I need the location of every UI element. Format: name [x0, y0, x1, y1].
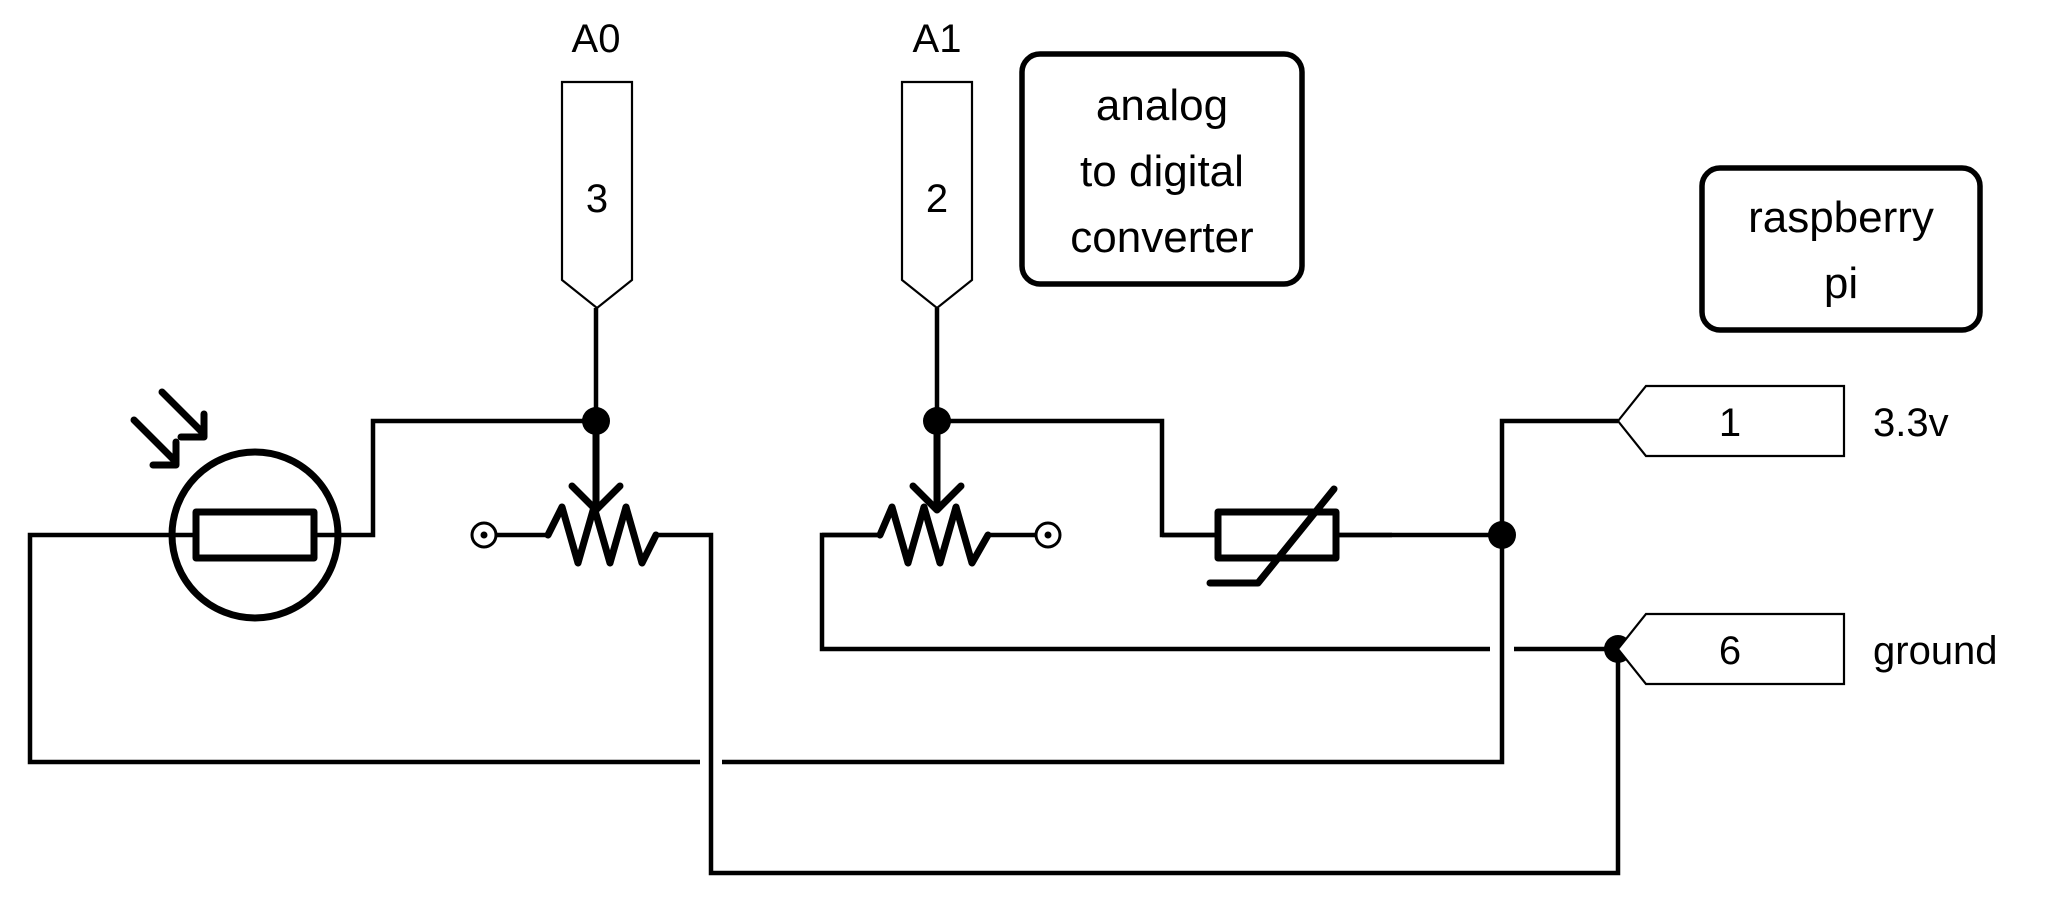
pin-ground: 6 ground [1616, 612, 1998, 686]
pin-number: 2 [926, 177, 948, 221]
pin-name: A0 [572, 17, 621, 61]
junction-dot [582, 407, 610, 435]
pin-name: A1 [913, 17, 962, 61]
light-arrows-icon [130, 388, 208, 469]
wire-a1-to-thermistor [937, 418, 1215, 538]
adc-label-line: to digital [1080, 147, 1244, 196]
pin-a1: A1 2 [900, 17, 974, 310]
wire-pot1-to-ground [660, 532, 1621, 876]
pi-label-line: raspberry [1748, 193, 1934, 242]
pin-label: 3.3v [1873, 401, 1949, 445]
thermistor-icon [1162, 485, 1392, 587]
potentiometer-icon [822, 417, 1062, 567]
junction-dot [923, 407, 951, 435]
wire-supply-bottom [722, 418, 1618, 765]
pin-tag-shape [1616, 612, 1846, 686]
pin-number: 6 [1719, 629, 1741, 673]
light-dependent-resistor-icon [130, 388, 342, 622]
pi-label-line: pi [1824, 259, 1858, 308]
wire-ldr-to-supply [27, 532, 700, 765]
pin-tag-shape [900, 80, 974, 310]
pin-label: ground [1873, 629, 1998, 673]
adc-label-line: converter [1070, 213, 1253, 262]
raspberry-pi-label-box: raspberry pi [1699, 165, 1983, 333]
wire-pot2-to-ground [819, 532, 1490, 652]
adc-label-box: analog to digital converter [1019, 51, 1305, 287]
potentiometer-icon [470, 417, 660, 567]
wire-ldr-to-a0 [340, 418, 596, 538]
junction-dot [1488, 521, 1516, 549]
pin-number: 1 [1719, 401, 1741, 445]
pin-number: 3 [586, 177, 608, 221]
wires [27, 308, 1621, 876]
adc-label-line: analog [1096, 81, 1228, 130]
pin-tag-shape [1616, 384, 1846, 458]
pin-supply-3v3: 1 3.3v [1616, 384, 1949, 458]
pin-a0: A0 3 [560, 17, 634, 310]
pin-tag-shape [560, 80, 634, 310]
